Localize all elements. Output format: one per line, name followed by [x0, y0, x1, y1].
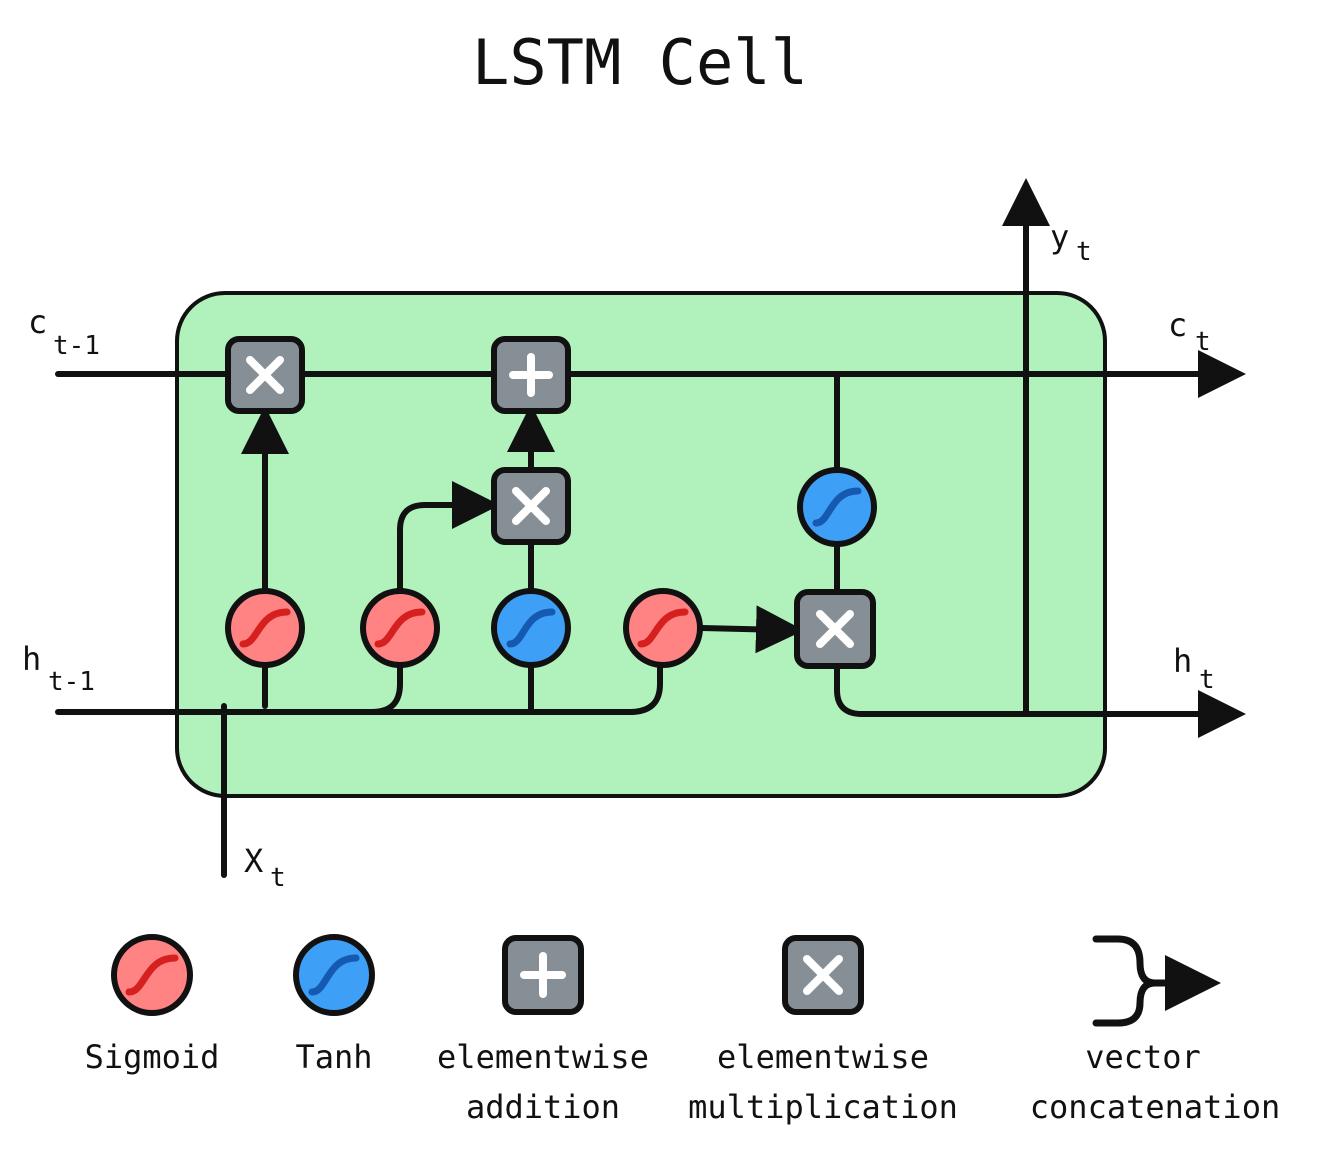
concat-icon [1092, 935, 1159, 1027]
legend-label: vector [1085, 1038, 1201, 1076]
plus-icon [520, 952, 566, 998]
legend: Sigmoid Tanh elementwise addition elemen… [85, 934, 1280, 1126]
output-gate-sigmoid [623, 588, 703, 668]
sigmoid-icon [374, 608, 426, 648]
input-multiply-op [491, 467, 571, 545]
legend-label: addition [466, 1088, 620, 1126]
output-multiply-op [794, 589, 876, 669]
times-icon [512, 487, 550, 525]
svg-text:c: c [1168, 306, 1187, 344]
tanh-icon [506, 608, 556, 648]
input-gate-arrow [397, 481, 500, 597]
h-prev-label: h t-1 [22, 640, 95, 697]
tanh-icon [812, 487, 862, 527]
legend-label: elementwise [717, 1038, 929, 1076]
times-icon [246, 356, 284, 394]
svg-text:t: t [270, 863, 286, 893]
svg-text:y: y [1050, 218, 1069, 256]
cell-state-tanh [797, 467, 877, 547]
h-out-label: h t [1173, 642, 1215, 695]
input-gate-sigmoid [360, 588, 440, 668]
cell-add-op [491, 336, 571, 414]
legend-label: Sigmoid [85, 1038, 220, 1076]
legend-item-multiplication: elementwise multiplication [688, 935, 958, 1126]
times-icon [816, 610, 854, 648]
sigmoid-icon [637, 608, 689, 648]
legend-label: elementwise [437, 1038, 649, 1076]
svg-text:t: t [1199, 665, 1215, 695]
legend-item-sigmoid: Sigmoid [85, 934, 220, 1076]
cell-body [175, 291, 1107, 798]
x-label: X t [244, 842, 286, 893]
times-icon [803, 955, 843, 995]
svg-text:t: t [1195, 327, 1211, 357]
svg-text:h: h [22, 640, 41, 678]
legend-label: concatenation [1030, 1088, 1280, 1126]
c-out-label: c t [1168, 306, 1211, 357]
svg-text:c: c [28, 303, 47, 341]
legend-item-addition: elementwise addition [437, 935, 649, 1126]
legend-label: multiplication [688, 1088, 958, 1126]
c-prev-label: c t-1 [28, 303, 100, 361]
forget-gate-sigmoid [225, 588, 305, 668]
forget-multiply-op [225, 336, 305, 414]
svg-text:t: t [1076, 237, 1092, 267]
svg-text:X: X [244, 842, 263, 880]
hidden-output-arrow [834, 665, 1246, 738]
svg-text:t-1: t-1 [48, 667, 95, 697]
legend-item-concatenation: vector concatenation [1030, 935, 1280, 1126]
plus-icon [509, 353, 553, 397]
svg-text:t-1: t-1 [53, 331, 100, 361]
page-title: LSTM Cell [472, 26, 808, 99]
tanh-icon [308, 954, 360, 996]
legend-item-tanh: Tanh [293, 934, 375, 1076]
output-gate-arrow [699, 605, 804, 654]
candidate-tanh [491, 588, 571, 668]
sigmoid-icon [125, 954, 179, 996]
legend-label: Tanh [295, 1038, 372, 1076]
connection-lines [55, 178, 1246, 878]
svg-text:h: h [1173, 642, 1192, 680]
y-out-label: y t [1050, 218, 1092, 267]
sigmoid-icon [239, 608, 291, 648]
